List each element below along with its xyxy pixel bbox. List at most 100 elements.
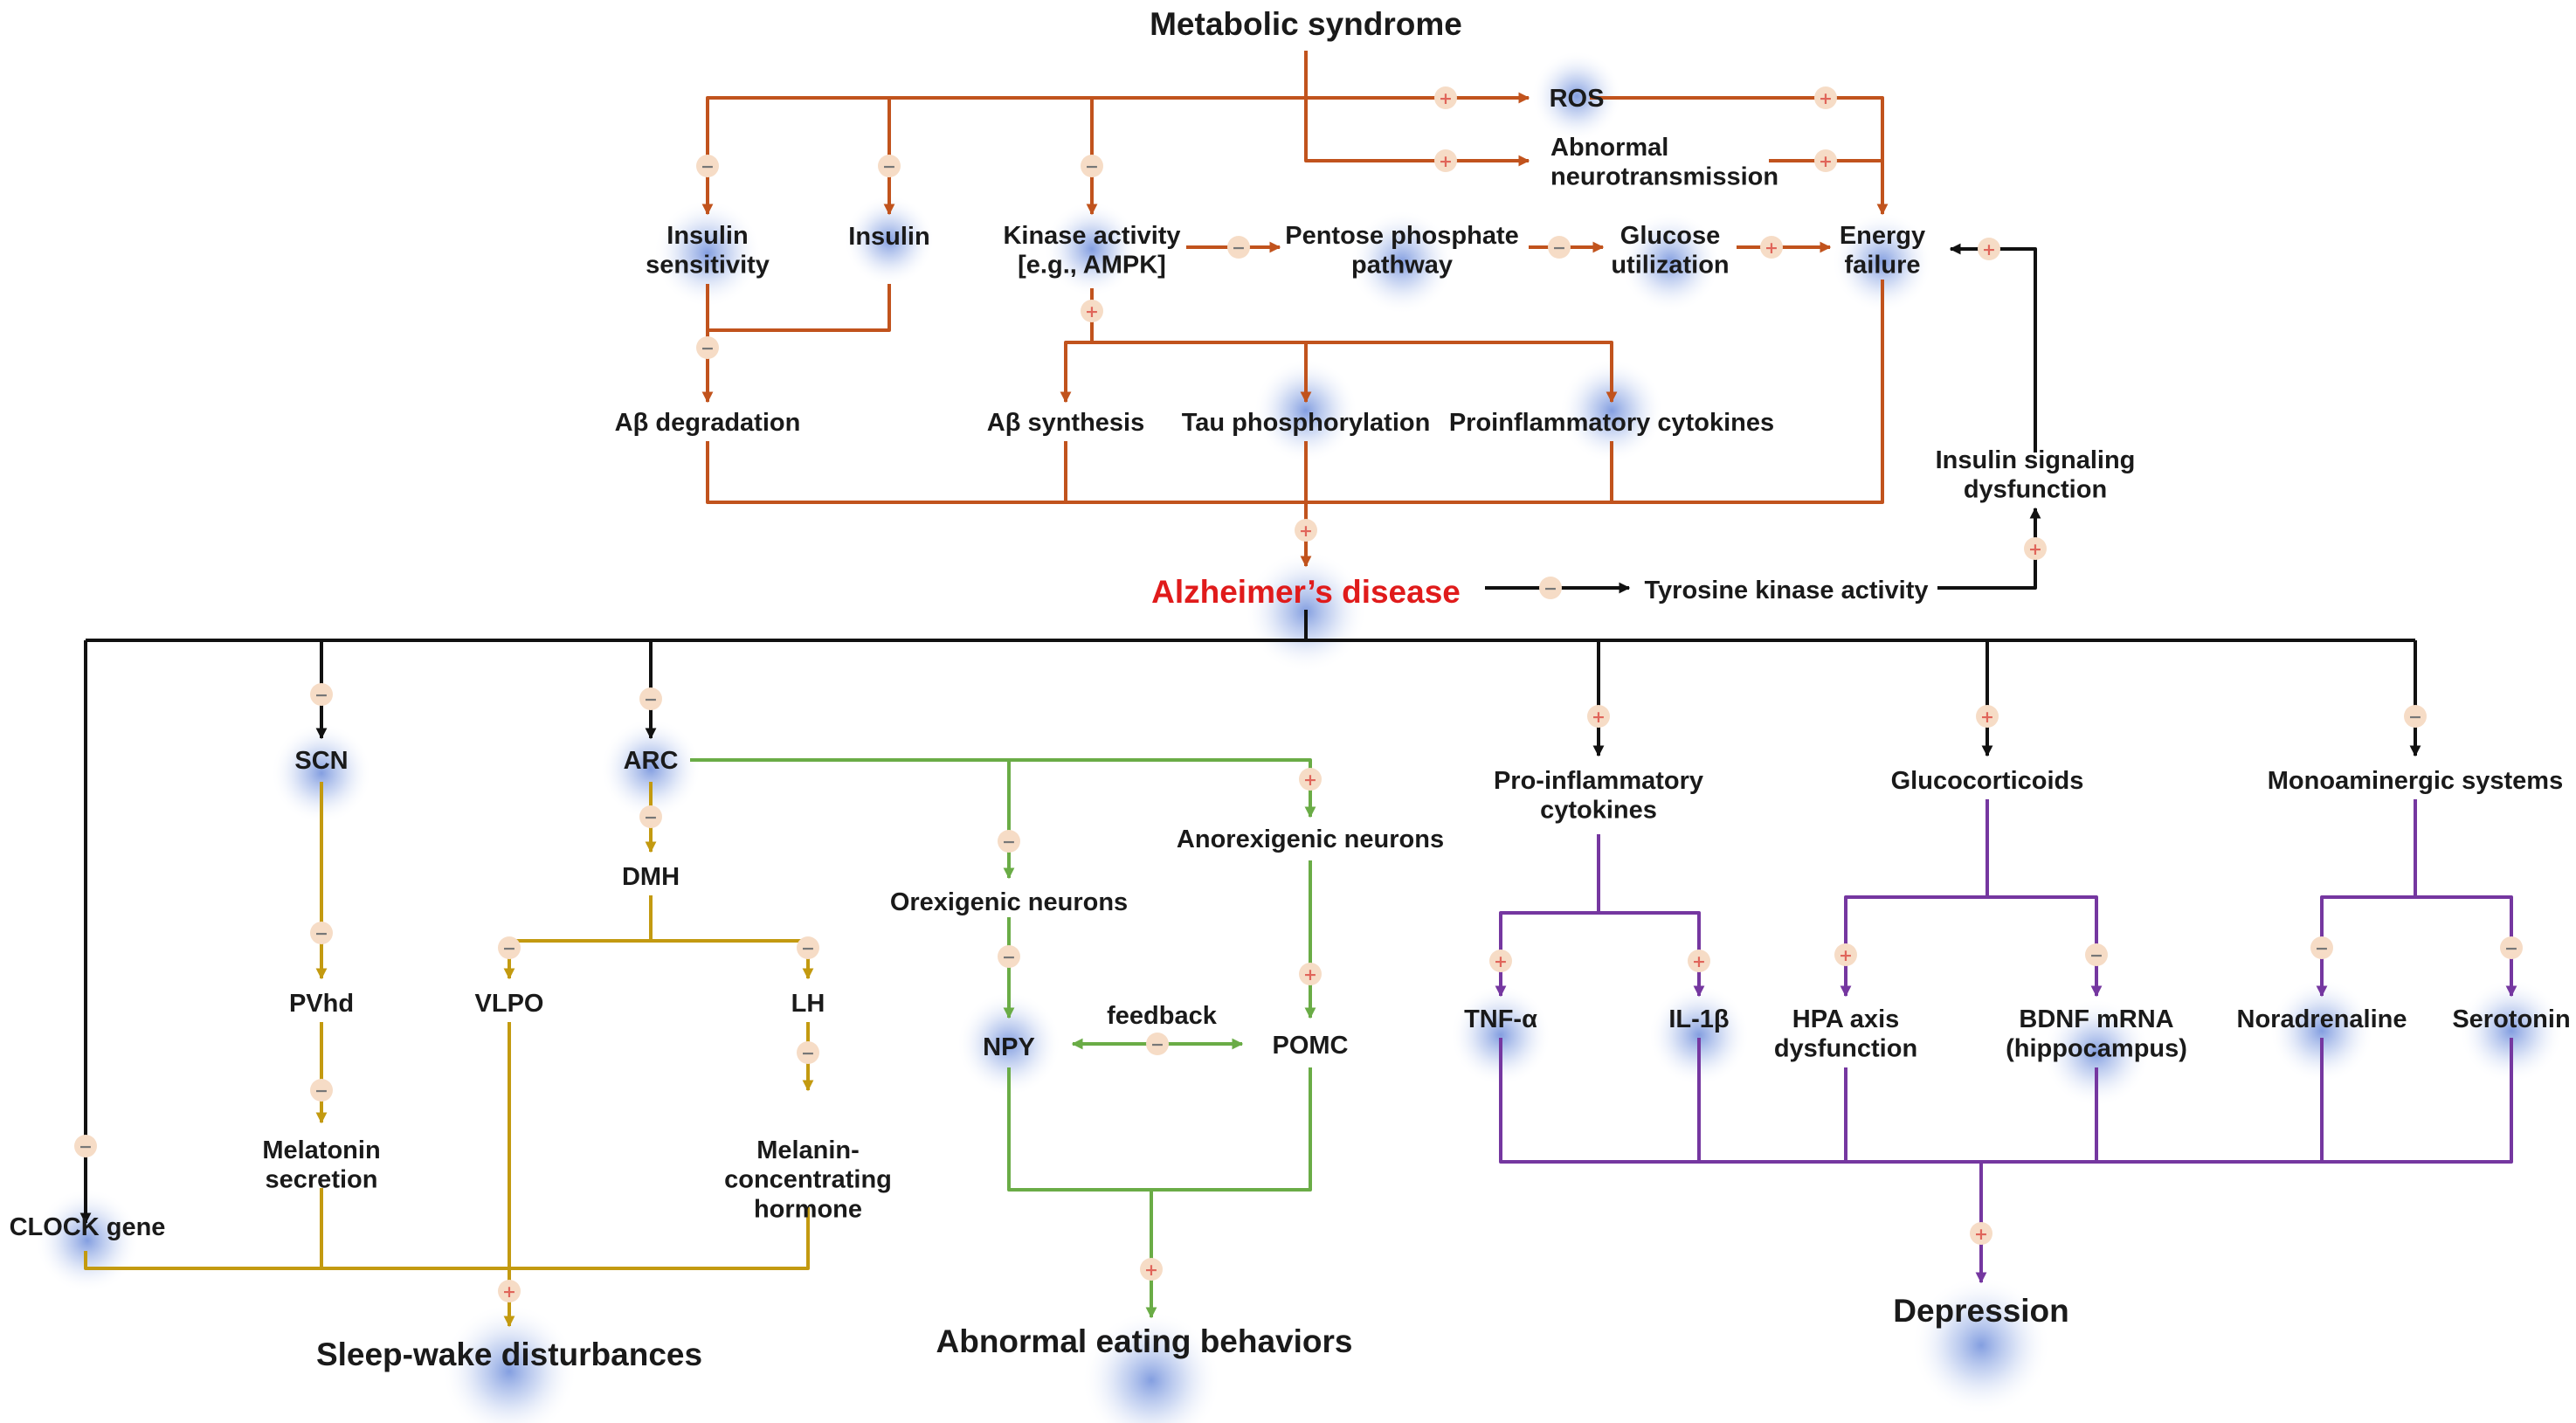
edge-to-tnf (1495, 834, 1600, 998)
node-ros: ROS (1550, 85, 1605, 113)
plus-sign: + (1834, 943, 1857, 966)
plus-sign: + (1760, 236, 1783, 259)
node-dmh: DMH (622, 863, 680, 891)
svg-text:−: − (882, 157, 896, 176)
node-pvhd: PVhd (289, 990, 354, 1018)
node-vlpo: VLPO (475, 990, 544, 1018)
plus-sign: + (498, 1280, 521, 1302)
svg-text:−: − (1002, 948, 1016, 967)
plus-sign: + (1140, 1258, 1163, 1281)
svg-text:+: + (1592, 708, 1606, 727)
edge-dmh-to-lh (651, 939, 814, 980)
svg-text:−: − (1232, 238, 1246, 258)
minus-sign: − (639, 687, 662, 710)
svg-text:+: + (2028, 540, 2042, 559)
edge-ms-to-insulin-sensitivity (701, 51, 1308, 216)
node-serotonin: Serotonin (2452, 1005, 2570, 1033)
node-ab-synthesis: Aβ synthesis (987, 409, 1145, 437)
node-sleep-wake: Sleep-wake disturbances (316, 1337, 702, 1372)
svg-text:+: + (1303, 770, 1317, 790)
glow-spot (1531, 51, 1622, 142)
node-pomc: POMC (1273, 1032, 1349, 1060)
svg-text:+: + (1144, 1261, 1158, 1280)
svg-text:−: − (79, 1137, 93, 1157)
edge-sleep-bus (84, 1207, 810, 1270)
minus-sign: − (2310, 936, 2333, 959)
minus-sign: − (878, 155, 901, 177)
svg-text:−: − (1552, 238, 1566, 258)
glow-spot (1350, 210, 1454, 314)
minus-sign: − (2500, 936, 2523, 959)
node-bdnf: BDNF mRNA(hippocampus) (2006, 1005, 2187, 1063)
edge-to-hpa (1840, 799, 1989, 998)
edge-insulin-signaling-to-energy (1949, 243, 2037, 452)
svg-text:−: − (502, 939, 516, 958)
node-kinase-activity: Kinase activity[e.g., AMPK] (1003, 222, 1180, 280)
edge-to-il1b (1599, 911, 1705, 998)
node-alzheimers-disease: Alzheimer’s disease (1151, 574, 1461, 610)
node-depression: Depression (1893, 1293, 2069, 1329)
plus-sign: + (1688, 950, 1710, 972)
svg-text:+: + (1974, 1225, 1988, 1244)
plus-sign: + (1978, 238, 2000, 260)
minus-sign: − (1539, 577, 1562, 599)
minus-sign: − (1548, 236, 1571, 259)
node-feedback: feedback (1107, 1002, 1218, 1030)
svg-text:+: + (1494, 952, 1508, 971)
svg-text:−: − (1150, 1035, 1164, 1054)
node-anorexigenic: Anorexigenic neurons (1177, 825, 1444, 853)
svg-text:−: − (644, 808, 658, 827)
plus-sign: + (1976, 705, 1999, 728)
glow-spot (1081, 1310, 1221, 1423)
glow-spot (2042, 998, 2151, 1107)
plus-sign: + (1814, 149, 1837, 172)
glow-spot (1832, 211, 1933, 313)
edge-dmh-to-vlpo (503, 895, 653, 980)
node-npy: NPY (983, 1033, 1035, 1061)
edge-eating-bus (1007, 1067, 1312, 1192)
glow-spot (957, 991, 1061, 1096)
svg-text:+: + (1299, 522, 1313, 541)
plus-sign: + (1814, 86, 1837, 109)
node-ab-degradation: Aβ degradation (615, 409, 801, 437)
plus-sign: + (1295, 519, 1317, 542)
minus-sign: − (1146, 1033, 1169, 1055)
minus-sign: − (1227, 236, 1250, 259)
minus-sign: − (310, 1079, 333, 1102)
plus-sign: + (1081, 300, 1103, 322)
node-monoaminergic: Monoaminergic systems (2268, 767, 2563, 795)
node-clock-gene: CLOCK gene (10, 1213, 166, 1241)
node-insulin: Insulin (848, 223, 929, 251)
minus-sign: − (696, 336, 719, 359)
svg-text:−: − (801, 939, 815, 958)
svg-text:−: − (644, 690, 658, 709)
glow-spot (2269, 978, 2374, 1083)
glow-spot (1911, 1275, 2051, 1415)
plus-sign: + (1434, 86, 1457, 109)
minus-sign: − (998, 830, 1020, 853)
edge-to-noradrenaline (2316, 799, 2417, 998)
svg-text:−: − (1544, 579, 1557, 598)
minus-sign: − (639, 805, 662, 828)
minus-sign: − (2085, 943, 2108, 966)
glow-spot (1648, 984, 1750, 1086)
node-tnf: TNF-α (1464, 1005, 1537, 1033)
minus-sign: − (74, 1135, 97, 1157)
svg-text:−: − (801, 1044, 815, 1063)
svg-text:+: + (1819, 89, 1833, 108)
glow-spot (600, 718, 701, 819)
svg-text:+: + (1439, 152, 1453, 171)
minus-sign: − (2404, 705, 2427, 728)
edge-bottom-bus (706, 280, 1884, 504)
glow-spot (271, 722, 372, 824)
edge-to-serotonin (2415, 895, 2517, 998)
svg-text:+: + (1982, 240, 1996, 259)
svg-text:+: + (1085, 302, 1099, 321)
